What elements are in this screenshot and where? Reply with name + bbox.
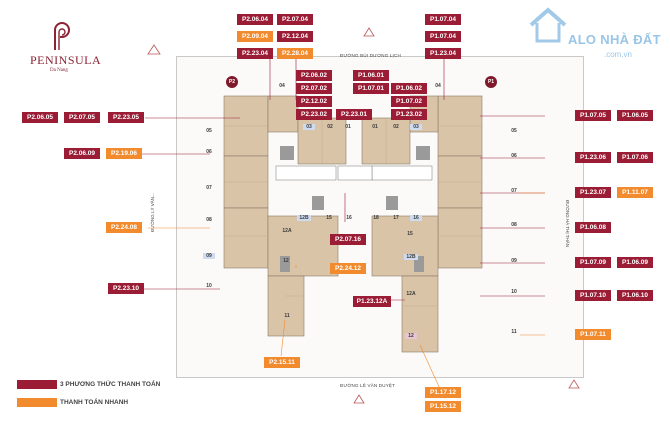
unit-03-p1: 03 bbox=[410, 124, 422, 130]
unit-tag[interactable]: P1.11.07 bbox=[617, 187, 653, 198]
unit-tag[interactable]: P2.15.11 bbox=[264, 357, 300, 368]
unit-12a-p1: 12A bbox=[406, 291, 416, 297]
unit-tag[interactable]: P2.23.10 bbox=[108, 283, 144, 294]
unit-tag[interactable]: P2.06.04 bbox=[237, 14, 273, 25]
unit-tag[interactable]: P1.07.02 bbox=[391, 96, 427, 107]
road-top: ĐƯỜNG BÙI DƯƠNG LỊCH bbox=[340, 53, 401, 58]
unit-tag[interactable]: P1.23.04 bbox=[425, 48, 461, 59]
unit-tag[interactable]: P2.12.02 bbox=[296, 96, 332, 107]
unit-tag[interactable]: P1.06.08 bbox=[575, 222, 611, 233]
unit-10-p1: 10 bbox=[511, 289, 517, 295]
legend-orange-swatch bbox=[17, 398, 57, 407]
unit-tag[interactable]: P1.23.12A bbox=[353, 296, 391, 307]
unit-tag[interactable]: P1.15.12 bbox=[425, 401, 461, 412]
unit-05-p1: 05 bbox=[511, 128, 517, 134]
unit-04-p1: 04 bbox=[435, 83, 441, 89]
unit-tag[interactable]: P2.07.02 bbox=[296, 83, 332, 94]
unit-tag[interactable]: P2.09.04 bbox=[237, 31, 273, 42]
watermark-text: ALO NHÀ ĐẤT bbox=[568, 32, 661, 47]
unit-tag[interactable]: P1.07.04 bbox=[425, 14, 461, 25]
landmark-icon bbox=[568, 379, 580, 389]
unit-12b-p1: 12B bbox=[404, 254, 418, 260]
unit-tag[interactable]: P2.06.02 bbox=[296, 70, 332, 81]
unit-06-p2: 06 bbox=[206, 149, 212, 155]
unit-02-p1: 02 bbox=[393, 124, 399, 130]
brand-sub: Da Nang bbox=[50, 68, 68, 73]
landmark-icon bbox=[353, 394, 365, 404]
unit-tag[interactable]: P1.07.09 bbox=[575, 257, 611, 268]
unit-16-p2: 16 bbox=[346, 215, 352, 221]
unit-tag[interactable]: P2.23.01 bbox=[336, 109, 372, 120]
unit-01-p1: 01 bbox=[372, 124, 378, 130]
legend-orange-label: THANH TOÁN NHANH bbox=[60, 399, 129, 406]
unit-tag[interactable]: P2.07.16 bbox=[330, 234, 366, 245]
house-icon bbox=[529, 7, 567, 43]
unit-tag[interactable]: P1.23.02 bbox=[391, 109, 427, 120]
unit-tag[interactable]: P2.24.08 bbox=[106, 222, 142, 233]
unit-tag[interactable]: P2.23.02 bbox=[296, 109, 332, 120]
unit-15-p2: 15 bbox=[326, 215, 332, 221]
unit-12a-p2: 12A bbox=[282, 228, 292, 234]
unit-tag[interactable]: P2.06.09 bbox=[64, 148, 100, 159]
unit-16-p1: 16 bbox=[410, 215, 422, 221]
unit-04-p2: 04 bbox=[279, 83, 285, 89]
legend-red-label: 3 PHƯƠNG THỨC THANH TOÁN bbox=[60, 381, 161, 388]
brand-name: PENINSULA bbox=[30, 53, 102, 67]
unit-tag[interactable]: P1.06.02 bbox=[391, 83, 427, 94]
unit-tag[interactable]: P1.07.11 bbox=[575, 329, 611, 340]
unit-tag[interactable]: P2.12.04 bbox=[277, 31, 313, 42]
unit-17-p1: 17 bbox=[393, 215, 399, 221]
unit-03-p2: 03 bbox=[303, 124, 315, 130]
unit-tag[interactable]: P2.23.05 bbox=[108, 112, 144, 123]
unit-tag[interactable]: P1.06.01 bbox=[353, 70, 389, 81]
unit-tag[interactable]: P2.07.04 bbox=[277, 14, 313, 25]
road-bottom: ĐƯỜNG LÊ VĂN DUYỆT bbox=[340, 383, 396, 388]
unit-tag[interactable]: P2.23.04 bbox=[237, 48, 273, 59]
unit-08-p1: 08 bbox=[511, 222, 517, 228]
unit-08-p2: 08 bbox=[206, 217, 212, 223]
unit-tag[interactable]: P1.06.05 bbox=[617, 110, 653, 121]
unit-tag[interactable]: P1.07.06 bbox=[617, 152, 653, 163]
unit-11-p1: 11 bbox=[511, 329, 517, 335]
unit-07-p2: 07 bbox=[206, 185, 212, 191]
unit-tag[interactable]: P2.19.06 bbox=[106, 148, 142, 159]
unit-07-p1: 07 bbox=[511, 188, 517, 194]
unit-12-p2: 12 bbox=[283, 258, 289, 264]
unit-tag[interactable]: P1.23.06 bbox=[575, 152, 611, 163]
peninsula-logo-icon bbox=[54, 22, 71, 50]
unit-tag[interactable]: P2.06.05 bbox=[22, 112, 58, 123]
watermark-sub: .com.vn bbox=[604, 50, 633, 59]
unit-15-p1: 15 bbox=[407, 231, 413, 237]
unit-tag[interactable]: P1.07.04 bbox=[425, 31, 461, 42]
unit-tag[interactable]: P1.07.05 bbox=[575, 110, 611, 121]
unit-tag[interactable]: P1.06.09 bbox=[617, 257, 653, 268]
unit-tag[interactable]: P2.28.04 bbox=[277, 48, 313, 59]
unit-tag[interactable]: P1.17.12 bbox=[425, 387, 461, 398]
landmark-icon bbox=[363, 27, 375, 37]
unit-tag[interactable]: P1.23.07 bbox=[575, 187, 611, 198]
floor-plan-drawing bbox=[223, 95, 483, 353]
unit-12-p1: 12 bbox=[405, 333, 417, 339]
unit-05-p2: 05 bbox=[206, 128, 212, 134]
unit-tag[interactable]: P1.07.10 bbox=[575, 290, 611, 301]
unit-09-p2: 09 bbox=[203, 253, 215, 259]
tower-p2-marker: P2 bbox=[226, 76, 238, 88]
unit-11-p2: 11 bbox=[284, 313, 290, 319]
tower-p1-marker: P1 bbox=[485, 76, 497, 88]
unit-02-p2: 02 bbox=[327, 124, 333, 130]
unit-tag[interactable]: P2.07.05 bbox=[64, 112, 100, 123]
unit-tag[interactable]: P1.06.10 bbox=[617, 290, 653, 301]
unit-tag[interactable]: P1.07.01 bbox=[353, 83, 389, 94]
unit-09-p1: 09 bbox=[511, 258, 517, 264]
unit-18-p1: 18 bbox=[373, 215, 379, 221]
unit-12b-p2: 12B bbox=[297, 215, 311, 221]
landmark-icon bbox=[147, 44, 161, 55]
unit-01-p2: 01 bbox=[345, 124, 351, 130]
unit-06-p1: 06 bbox=[511, 153, 517, 159]
legend-red-swatch bbox=[17, 380, 57, 389]
unit-10-p2: 10 bbox=[206, 283, 212, 289]
unit-tag[interactable]: P2.24.12 bbox=[330, 263, 366, 274]
